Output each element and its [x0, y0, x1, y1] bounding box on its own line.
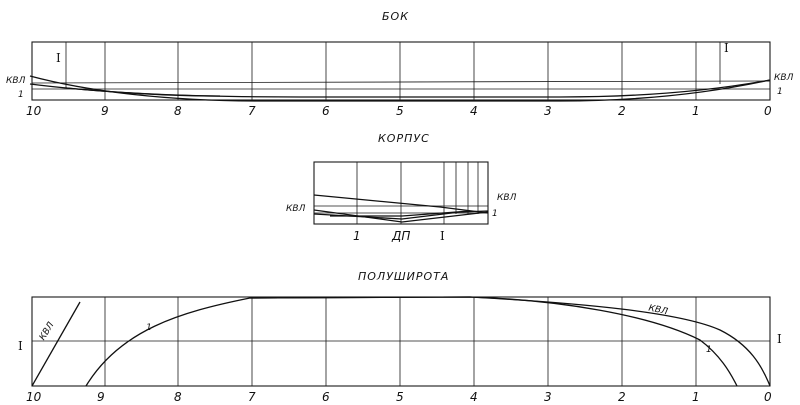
- body-plan-bottom-label: I: [440, 229, 445, 243]
- side-view-waterlines: [31, 80, 771, 90]
- half-breadth-station-number: 6: [322, 390, 330, 404]
- side-station-number: 7: [248, 104, 256, 118]
- half-breadth-station-number: 4: [470, 390, 478, 404]
- side-view-station-lines: [65, 42, 721, 100]
- half-breadth-kvl-curve: [249, 296, 771, 387]
- side-section-label-left: I: [56, 51, 61, 65]
- body-plan-kvl-label-left: КВЛ: [286, 204, 306, 214]
- side-view-station-numbers: 10 9 8 7 6 5 4 3 2 1 0: [26, 104, 772, 118]
- side-station-number: 1: [692, 104, 700, 118]
- half-breadth-section-label-left: I: [18, 339, 23, 353]
- side-station-number: 2: [618, 104, 626, 118]
- half-breadth-wl1-curve: [85, 296, 738, 387]
- half-breadth-kvl-label-right: КВЛ: [648, 303, 669, 317]
- body-plan-section-curve: [313, 209, 489, 223]
- half-breadth-station-number: 0: [764, 390, 772, 404]
- side-station-number: 10: [26, 104, 42, 118]
- half-breadth-view: ПОЛУШИРОТА КВЛ КВЛ 1 1 I I: [18, 270, 782, 404]
- half-breadth-station-number: 3: [544, 390, 552, 404]
- side-station-number: 9: [101, 104, 109, 118]
- body-plan-bottom-label: ДП: [391, 229, 410, 243]
- side-view: БОК КВЛ КВЛ 1 1: [6, 10, 794, 118]
- side-section-curve: [65, 87, 221, 97]
- side-view-title: БОК: [382, 10, 409, 23]
- body-plan-grid: [314, 162, 488, 224]
- half-breadth-station-number: 1: [692, 390, 700, 404]
- side-wl1-label-right: 1: [777, 87, 783, 97]
- side-view-hull-curves: [29, 75, 771, 102]
- side-view-labels: КВЛ КВЛ 1 1 I I: [6, 41, 794, 100]
- half-breadth-waterline-curves: [31, 296, 771, 387]
- side-station-number: 4: [470, 104, 478, 118]
- half-breadth-station-lines: [32, 297, 770, 386]
- side-kvl-label-left: КВЛ: [6, 76, 26, 86]
- half-breadth-station-number: 5: [396, 390, 404, 404]
- body-plan-bottom-label: 1: [353, 229, 361, 243]
- side-view-frame: [31, 41, 771, 101]
- half-breadth-station-number: 2: [618, 390, 626, 404]
- side-wl1-label-left: 1: [18, 90, 24, 100]
- side-station-number: 6: [322, 104, 330, 118]
- body-plan-view: КОРПУС КВЛ КВЛ 1 1 ДП I: [286, 132, 517, 243]
- side-station-number: 3: [544, 104, 552, 118]
- half-breadth-wl1-label-right: 1: [706, 345, 712, 355]
- half-breadth-station-number: 10: [26, 390, 42, 404]
- body-plan-kvl-label-right: КВЛ: [497, 193, 517, 203]
- half-breadth-station-number: 9: [97, 390, 105, 404]
- half-breadth-kvl-stem-line: [31, 301, 81, 387]
- side-section-label-right: I: [724, 41, 729, 55]
- side-kvl-line: [31, 80, 771, 84]
- body-plan-wl1-label-right: 1: [492, 209, 498, 219]
- side-station-number: 8: [174, 104, 182, 118]
- body-plan-section-curve: [330, 210, 471, 217]
- side-keel-curve: [29, 75, 771, 102]
- body-plan-labels: КВЛ КВЛ 1 1 ДП I: [286, 193, 517, 243]
- side-kvl-label-right: КВЛ: [774, 73, 794, 83]
- side-station-number: 0: [764, 104, 772, 118]
- body-plan-title: КОРПУС: [378, 132, 430, 145]
- half-breadth-station-number: 8: [174, 390, 182, 404]
- half-breadth-title: ПОЛУШИРОТА: [358, 270, 449, 283]
- half-breadth-kvl-label-left: КВЛ: [38, 320, 57, 342]
- half-breadth-wl1-label-left: 1: [146, 323, 152, 333]
- side-station-number: 5: [396, 104, 404, 118]
- half-breadth-station-numbers: 10 9 8 7 6 5 4 3 2 1 0: [26, 390, 772, 404]
- half-breadth-station-number: 7: [248, 390, 256, 404]
- body-plan-section-curves: [313, 194, 489, 223]
- half-breadth-section-label-right: I: [777, 332, 782, 346]
